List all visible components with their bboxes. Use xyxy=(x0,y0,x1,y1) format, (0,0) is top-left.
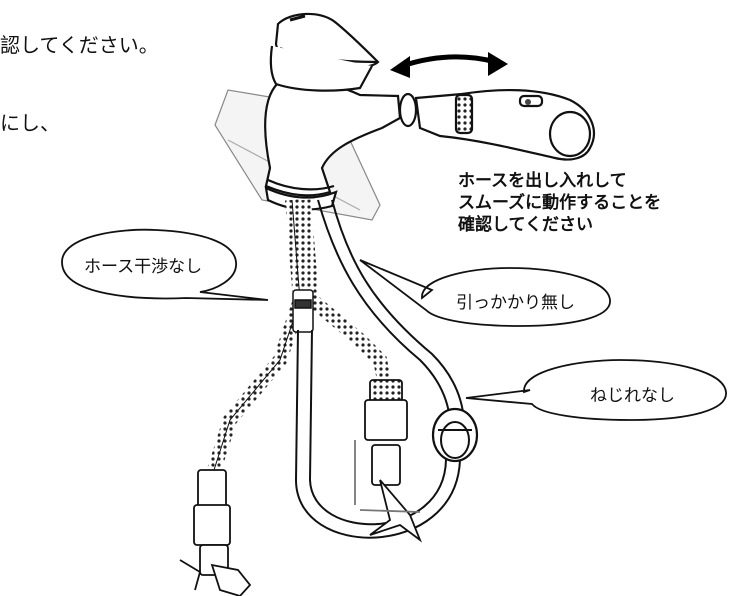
stop-valves xyxy=(179,379,423,596)
faucet-body xyxy=(264,76,418,211)
callout-no-twist-label: ねじれなし xyxy=(590,386,675,406)
note-line-3: 確認してください xyxy=(458,215,593,235)
spray-head xyxy=(414,89,595,161)
supply-hoses xyxy=(205,199,395,482)
callout-no-snag-label: 引っかかり無し xyxy=(456,293,575,313)
faucet-handle xyxy=(269,12,380,92)
callout-no-twist xyxy=(465,359,727,421)
pull-out-hose xyxy=(294,199,479,539)
swivel-arrow xyxy=(390,52,508,78)
note-line-1: ホースを出し入れして xyxy=(458,171,627,191)
instruction-line-1: 認してください。 xyxy=(0,33,159,57)
note-line-2: スムーズに動作することを xyxy=(458,193,662,213)
instruction-line-2: にし、 xyxy=(0,111,60,135)
callout-hose-interference-label: ホース干渉なし xyxy=(84,257,203,277)
callout-no-snag xyxy=(359,259,611,327)
callout-hose-interference xyxy=(61,228,269,301)
